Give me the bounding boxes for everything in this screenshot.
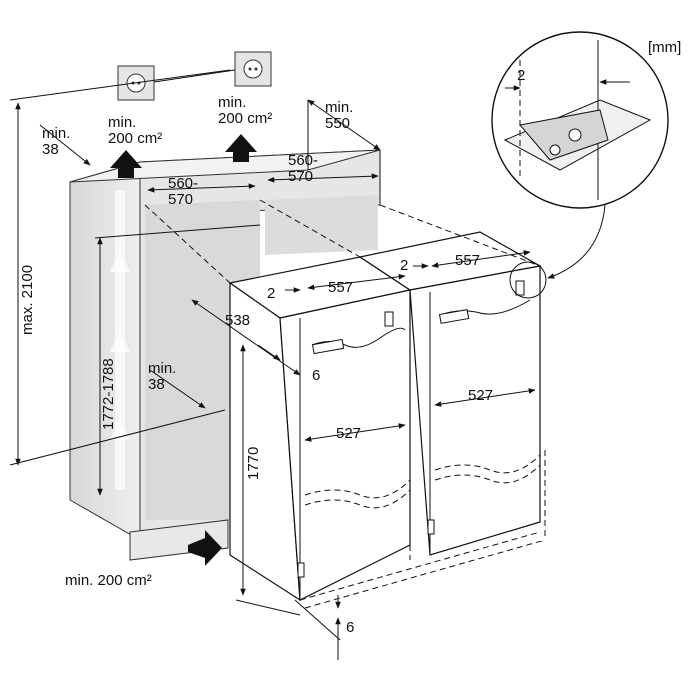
label-detail-gap: 2: [517, 67, 525, 84]
label-niche-height: 1772-1788: [100, 358, 117, 430]
label-vent-top-right: min.200 cm²: [218, 94, 272, 127]
ventilation-arrows: [110, 134, 257, 566]
label-min-550: min.550: [325, 99, 353, 132]
label-height-1770: 1770: [245, 447, 262, 480]
label-width-557-left: 557: [328, 279, 353, 296]
socket-icon-right: [234, 51, 272, 87]
label-six-bottom: 6: [346, 619, 354, 636]
label-depth-538: 538: [225, 312, 250, 329]
label-niche-width-right: 560-570: [288, 152, 318, 185]
label-min-38-top: min.38: [42, 125, 70, 158]
label-niche-width-left: 560-570: [168, 175, 198, 208]
label-door-gap-left: 2: [267, 285, 275, 302]
label-vent-top-left: min.200 cm²: [108, 114, 162, 147]
label-door-gap-right: 2: [400, 257, 408, 274]
label-width-557-right: 557: [455, 252, 480, 269]
label-vent-bottom: min. 200 cm²: [65, 572, 152, 589]
label-six-top: 6: [312, 367, 320, 384]
label-max-height: max. 2100: [19, 265, 36, 335]
label-min-38-mid: min.38: [148, 360, 176, 393]
dimension-lines: [9, 69, 536, 660]
label-width-527-left: 527: [336, 425, 361, 442]
label-width-527-right: 527: [468, 387, 493, 404]
unit-label: [mm]: [648, 39, 681, 56]
hinge-detail: [491, 31, 669, 279]
socket-icon-left: [117, 65, 155, 101]
